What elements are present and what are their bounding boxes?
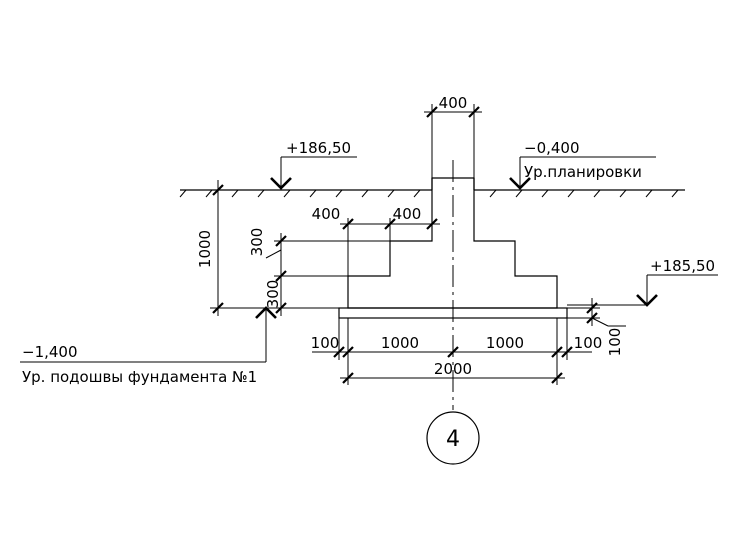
dim-bottom-chain: 100 1000 1000 100 — [311, 318, 603, 385]
dim-step-heights: 300 300 — [248, 228, 432, 316]
level-mark-sole: −1,400 Ур. подошвы фундамента №1 — [20, 306, 277, 386]
level-mark-top-left-text: +186,50 — [286, 139, 351, 157]
dim-depth-total: 1000 — [196, 180, 348, 316]
dim-prep-right: 100 — [574, 334, 603, 352]
level-mark-planning-value: −0,400 — [524, 139, 580, 157]
level-mark-planning-label: Ур.планировки — [524, 163, 642, 181]
level-mark-planning: −0,400 Ур.планировки — [509, 139, 656, 190]
dim-column-width: 400 — [424, 94, 482, 178]
dim-depth-total-text: 1000 — [196, 230, 214, 268]
dim-full-width-text: 2000 — [434, 360, 472, 378]
level-mark-top-left: +186,50 — [270, 139, 357, 190]
axis-marker: 4 — [426, 411, 480, 465]
level-mark-sole-label: Ур. подошвы фундамента №1 — [22, 368, 257, 386]
dim-step-widths: 400 400 — [312, 205, 440, 276]
dim-step-height-1: 300 — [248, 228, 266, 257]
dim-step-left-1: 400 — [312, 205, 341, 223]
dim-step-height-2: 300 — [264, 280, 282, 309]
dim-full-width: 2000 — [340, 360, 565, 384]
axis-label: 4 — [446, 427, 460, 452]
ground-line — [179, 189, 685, 198]
dim-prep-thickness: 100 — [567, 298, 626, 356]
dim-column-width-text: 400 — [439, 94, 468, 112]
dim-half-left: 1000 — [381, 334, 419, 352]
level-mark-sole-value: −1,400 — [22, 343, 78, 361]
dim-prep-left: 100 — [311, 334, 340, 352]
level-mark-right-text: +185,50 — [650, 257, 715, 275]
dim-half-right: 1000 — [486, 334, 524, 352]
level-mark-right: +185,50 — [567, 257, 718, 307]
dim-step-left-2: 400 — [393, 205, 422, 223]
dim-prep-thickness-text: 100 — [606, 328, 624, 357]
